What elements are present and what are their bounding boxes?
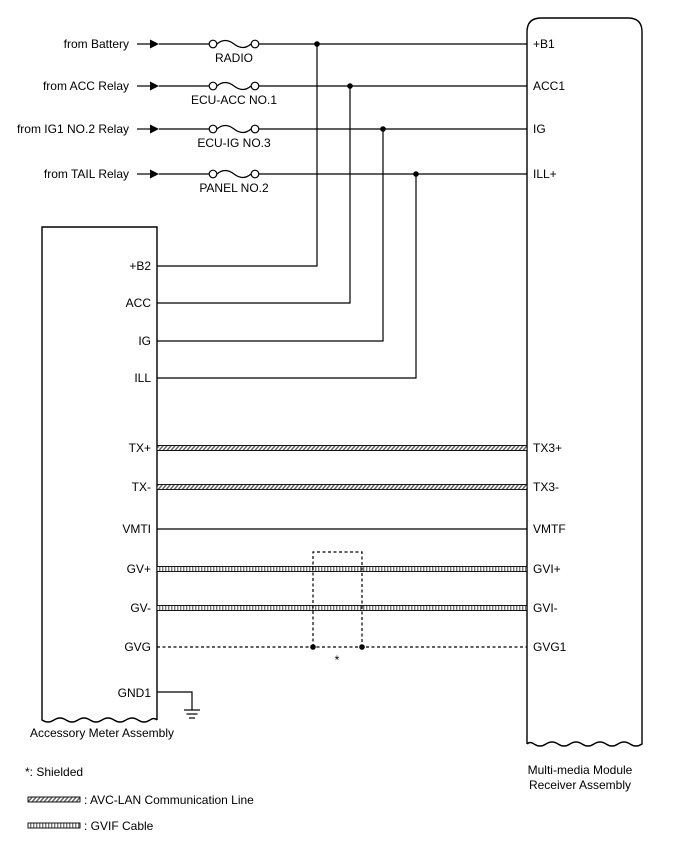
accessory-meter-name: Accessory Meter Assembly (30, 726, 174, 740)
meter-signal-pin: GV- (130, 601, 151, 615)
receiver-signal-pin: VMTF (533, 522, 566, 536)
signal-circuit: TX- TX3- (132, 480, 559, 494)
gvif-cable (156, 605, 528, 611)
signal-circuit: GV+ GVI+ (127, 562, 561, 576)
fuse-terminal (208, 124, 218, 134)
fuse-terminal (208, 39, 218, 49)
fuse-icon (216, 169, 252, 179)
fuse-terminal (250, 39, 260, 49)
junction-dot (310, 644, 316, 650)
shield-mark: * (335, 653, 340, 667)
fuse-terminal (208, 81, 218, 91)
signal-circuit: TX+ TX3+ (129, 441, 562, 455)
legend-shielded: *: Shielded (25, 765, 83, 779)
receiver-pin-label: +B1 (533, 37, 555, 51)
ground-pin-label: GND1 (118, 686, 152, 700)
legend-avc-text: : AVC-LAN Communication Line (84, 793, 254, 807)
receiver-name-line2: Receiver Assembly (529, 778, 631, 792)
receiver-signal-pin: TX3- (533, 480, 559, 494)
receiver-pin-label: ACC1 (533, 79, 565, 93)
receiver-signal-pin: GVI+ (533, 562, 561, 576)
receiver-assembly-box (526, 17, 643, 747)
receiver-signal-pin: GVI- (533, 601, 558, 615)
junction-dot (359, 644, 365, 650)
receiver-pin-label: ILL+ (533, 167, 557, 181)
legend-avc-swatch (27, 796, 81, 803)
fuse-icon (216, 39, 252, 49)
gvif-cable (156, 566, 528, 572)
signal-circuit: GV- GVI- (130, 601, 557, 615)
fuse-icon (216, 124, 252, 134)
legend-gvif-text: : GVIF Cable (84, 819, 154, 833)
source-label: from Battery (64, 37, 129, 51)
meter-signal-pin: GVG (124, 640, 151, 654)
meter-pin-label: IG (138, 334, 151, 348)
meter-signal-pin: GV+ (127, 562, 151, 576)
receiver-name-line1: Multi-media Module (528, 763, 633, 777)
meter-pin-label: ILL (134, 371, 151, 385)
ground-icon (157, 691, 200, 719)
source-label: from ACC Relay (43, 79, 129, 93)
fuse-terminal (250, 124, 260, 134)
fuse-terminal (250, 169, 260, 179)
legend-gvif-swatch (27, 822, 81, 829)
arrow-icon (150, 39, 159, 49)
signal-circuit: GVG GVG1 (124, 640, 566, 654)
receiver-pin-label: IG (533, 122, 546, 136)
fuse-label: ECU-IG NO.3 (197, 136, 271, 150)
fuse-label: PANEL NO.2 (199, 181, 269, 195)
avc-lan-line (156, 445, 528, 451)
source-label: from IG1 NO.2 Relay (17, 122, 129, 136)
meter-signal-pin: TX+ (129, 441, 151, 455)
arrow-icon (150, 169, 159, 179)
fuse-label: RADIO (215, 51, 253, 65)
fuse-terminal (250, 81, 260, 91)
meter-signal-pin: TX- (132, 480, 151, 494)
shield-enclosure: * (310, 551, 365, 667)
receiver-signal-pin: GVG1 (533, 640, 567, 654)
meter-pin-label: +B2 (129, 259, 151, 273)
meter-signal-pin: VMTI (122, 522, 151, 536)
receiver-signal-pin: TX3+ (533, 441, 562, 455)
fuse-icon (216, 81, 252, 91)
fuse-label: ECU-ACC NO.1 (191, 93, 277, 107)
accessory-meter-box (41, 226, 158, 723)
source-label: from TAIL Relay (44, 167, 129, 181)
avc-lan-line (156, 484, 528, 490)
legend: *: Shielded : AVC-LAN Communication Line… (25, 765, 254, 833)
arrow-icon (150, 81, 159, 91)
fuse-terminal (208, 169, 218, 179)
signal-circuit: VMTI VMTF (122, 522, 565, 536)
arrow-icon (150, 124, 159, 134)
meter-pin-label: ACC (126, 296, 152, 310)
